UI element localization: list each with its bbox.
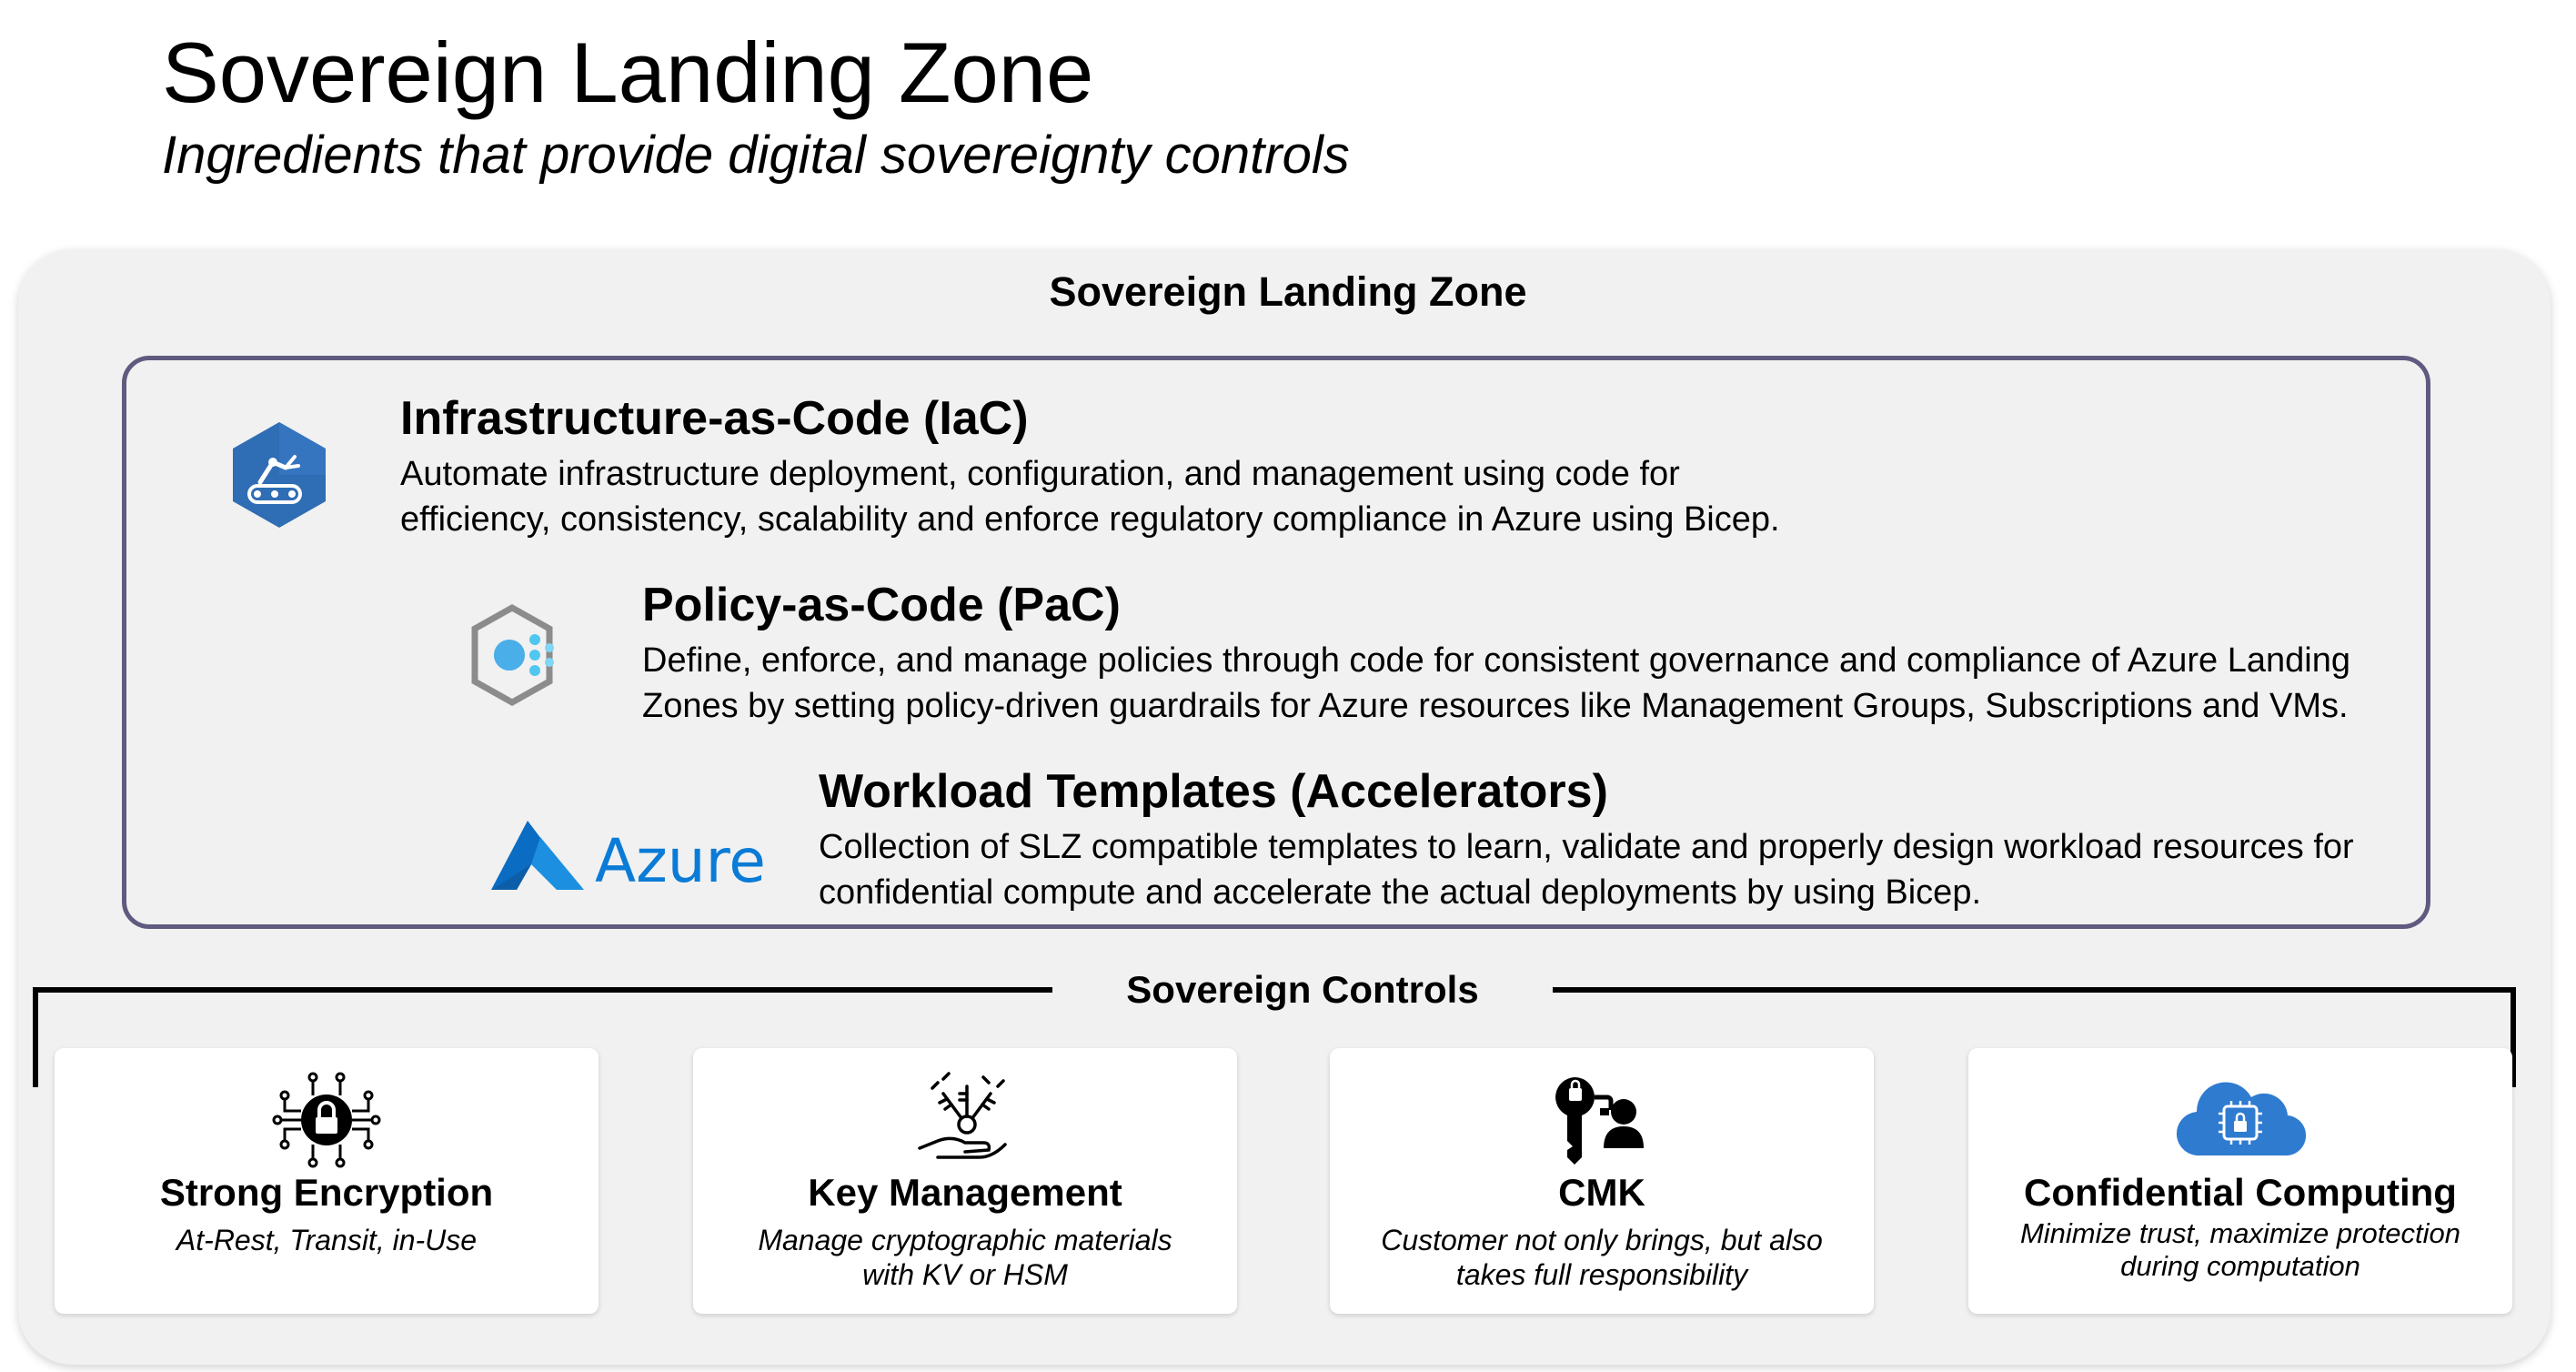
control-card-encryption: Strong Encryption At-Rest, Transit, in-U… [55,1048,599,1314]
card-subtitle-line: with KV or HSM [862,1258,1068,1291]
pac-description-line: Define, enforce, and manage policies thr… [642,641,2350,680]
encryption-lock-icon [272,1072,381,1168]
card-subtitle-line: Manage cryptographic materials [758,1224,1172,1256]
card-subtitle: Customer not only brings, but also takes… [1330,1223,1874,1292]
card-subtitle-line: Customer not only brings, but also [1381,1224,1823,1256]
workload-description-line: Collection of SLZ compatible templates t… [819,828,2354,866]
pac-description: Define, enforce, and manage policies thr… [642,638,2350,729]
pac-title: Policy-as-Code (PaC) [642,579,1121,631]
workload-templates-description: Collection of SLZ compatible templates t… [819,824,2354,915]
card-subtitle: Manage cryptographic materials with KV o… [693,1223,1237,1292]
card-subtitle: At-Rest, Transit, in-Use [55,1223,599,1257]
control-card-cmk: CMK Customer not only brings, but also t… [1330,1048,1874,1314]
card-subtitle-line: takes full responsibility [1455,1258,1748,1291]
card-title: Strong Encryption [159,1171,494,1214]
customer-key-icon [1555,1077,1644,1165]
controls-label: Sovereign Controls [1052,963,1553,1017]
policy-hexagon-icon [471,603,554,707]
confidential-cloud-icon [2176,1082,2307,1156]
azure-logo: Azure [488,817,766,899]
workload-description-line: confidential compute and accelerate the … [819,873,1982,912]
key-management-icon [918,1072,1007,1159]
page-subtitle: Ingredients that provide digital soverei… [162,126,1350,185]
card-title: Key Management [808,1171,1122,1214]
card-subtitle: Minimize trust, maximize protection duri… [1968,1217,2512,1283]
automation-hexagon-icon [233,422,326,528]
card-title: CMK [1558,1171,1645,1214]
workload-templates-title: Workload Templates (Accelerators) [819,765,1608,818]
card-subtitle-line: Minimize trust, maximize protection [2019,1217,2461,1249]
landing-zone-title: Sovereign Landing Zone [1049,268,1527,315]
card-subtitle-line: At-Rest, Transit, in-Use [176,1224,478,1256]
control-card-key-management: Key Management Manage cryptographic mate… [693,1048,1237,1314]
page-title: Sovereign Landing Zone [162,25,1094,120]
azure-logo-text: Azure [595,826,766,896]
card-subtitle-line: during computation [2120,1250,2360,1282]
azure-logo-mark [491,821,584,890]
pac-description-line: Zones by setting policy-driven guardrail… [642,687,2349,725]
iac-title: Infrastructure-as-Code (IaC) [400,392,1029,445]
iac-description-line: efficiency, consistency, scalability and… [400,500,1780,539]
iac-description: Automate infrastructure deployment, conf… [400,451,1780,542]
card-title: Confidential Computing [2024,1171,2457,1214]
control-card-confidential-computing: Confidential Computing Minimize trust, m… [1968,1048,2512,1314]
iac-description-line: Automate infrastructure deployment, conf… [400,455,1680,493]
